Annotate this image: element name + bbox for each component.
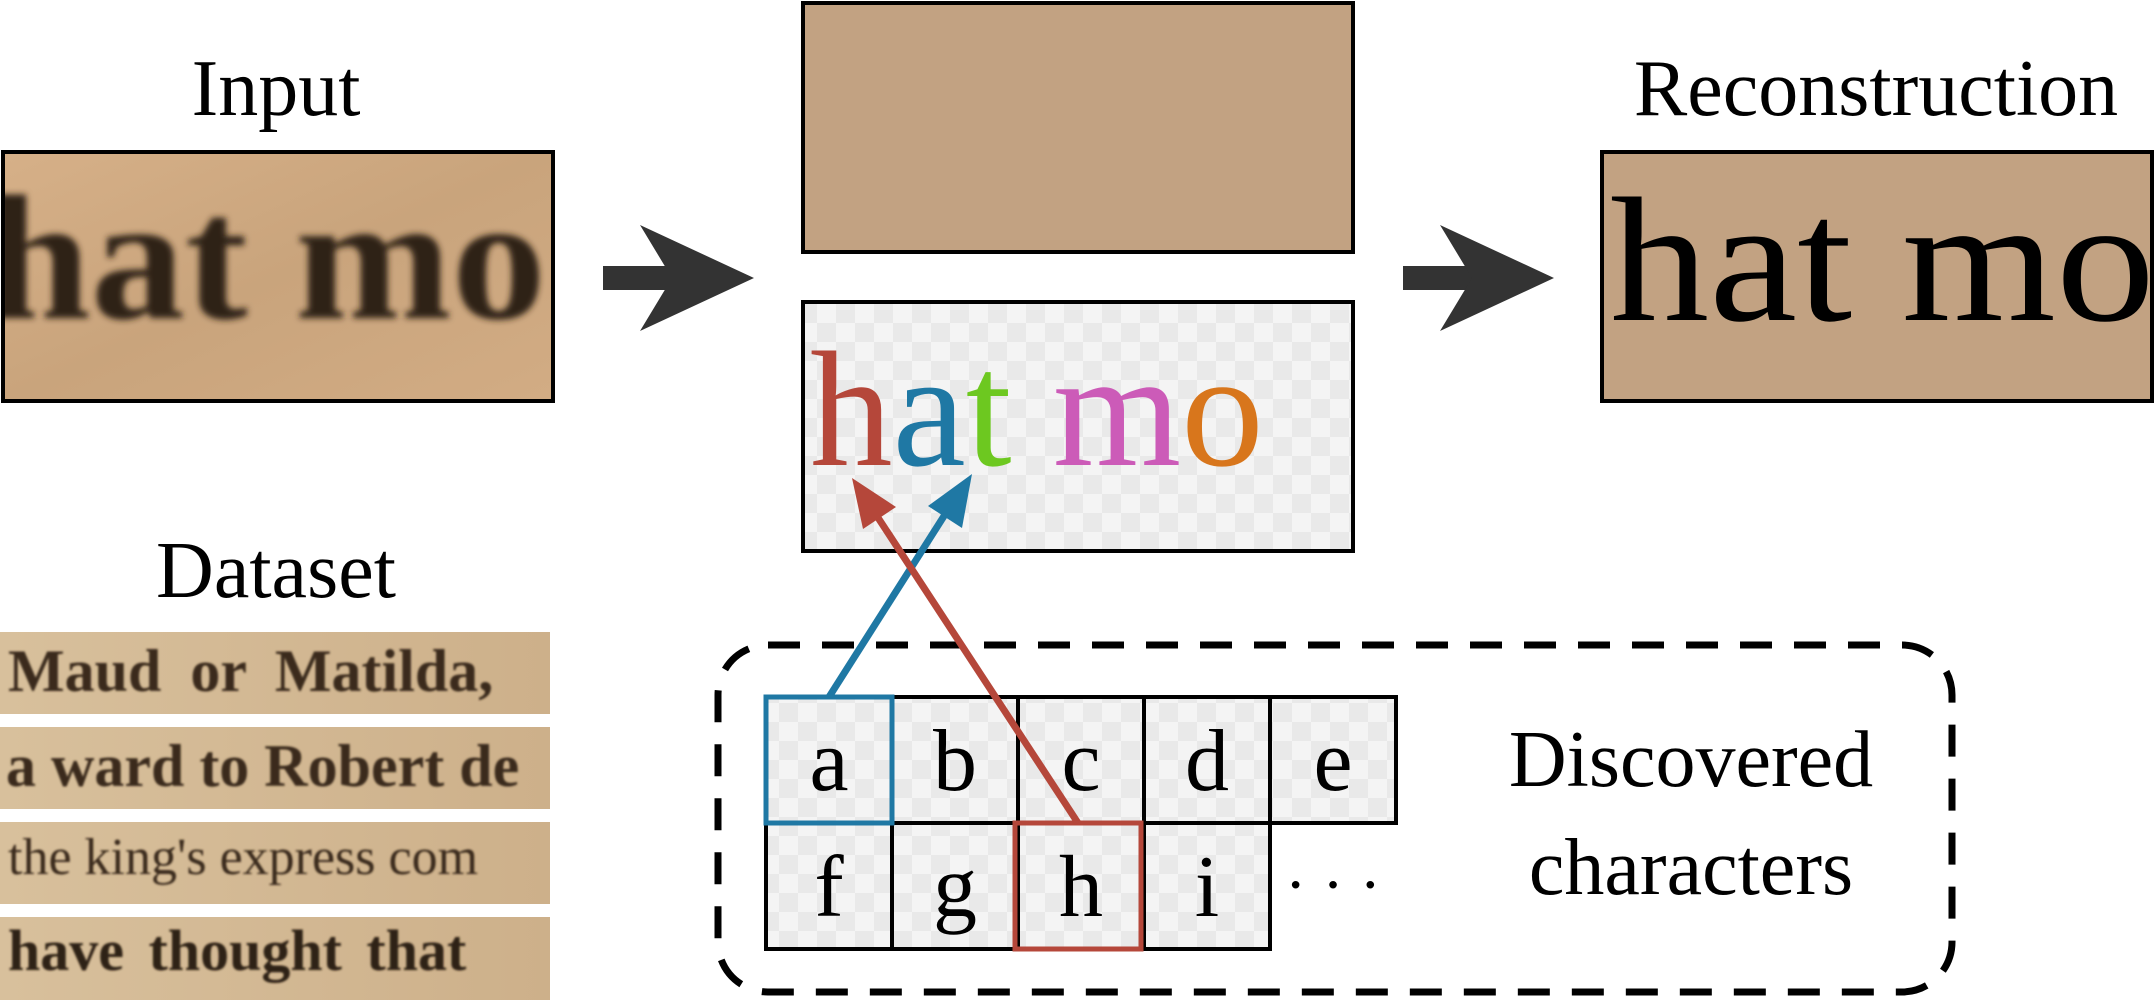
input-label: Input (192, 45, 361, 133)
character-cell-i (1142, 821, 1272, 951)
character-cell-f (764, 821, 894, 951)
layer-text: hat mo (810, 318, 1264, 501)
arrow-input-to-layers (603, 225, 754, 331)
character-glyph-e: e (1313, 713, 1352, 810)
reconstruction-label: Reconstruction (1634, 45, 2118, 133)
dataset-strip: Maud or Matilda, (0, 632, 550, 714)
dataset-line: have thought that (8, 918, 467, 983)
character-glyph-d: d (1185, 713, 1229, 810)
layer-letter-h: h (810, 318, 893, 501)
discovered-label-line1: Discovered (1509, 716, 1873, 804)
input-image-text: hat mo (0, 159, 546, 357)
character-glyph-c: c (1061, 713, 1100, 810)
discovered-label-line2: characters (1529, 824, 1853, 912)
dataset-line: Maud or Matilda, (8, 638, 493, 704)
reconstruction-image: hat mo (1600, 150, 2155, 403)
layer-letter-a: a (893, 318, 966, 501)
character-glyph-i: i (1195, 839, 1219, 936)
dataset-images: Maud or Matilda, a ward to Robert de the… (0, 632, 550, 1000)
background-layer (801, 1, 1355, 254)
character-cell-e (1268, 695, 1398, 825)
layer-letter-o: o (1181, 318, 1264, 501)
character-glyph-h: h (1059, 839, 1103, 936)
dataset-strip: the king's express com (0, 822, 550, 904)
character-glyph-a: a (809, 713, 848, 810)
layer-letter-t: t (966, 318, 1012, 501)
layer-letter-m: m (1053, 318, 1181, 501)
reconstruction-image-text: hat mo (1610, 161, 2155, 359)
discovered-characters-container (714, 641, 1956, 996)
character-glyph-g: g (933, 839, 977, 936)
character-glyph-b: b (933, 713, 977, 810)
character-cell-g (890, 821, 1020, 951)
dataset-line: the king's express com (8, 829, 478, 886)
arrow-a-to-layer (826, 474, 972, 699)
dataset-label: Dataset (156, 527, 396, 615)
dataset-strip: a ward to Robert de (0, 727, 550, 809)
character-glyph-f: f (814, 839, 844, 936)
arrow-layers-to-reconstruction (1403, 225, 1554, 331)
character-ellipsis: · · · (1285, 849, 1381, 920)
input-image: hat mo (0, 150, 555, 403)
arrow-h-to-layer (852, 478, 1081, 825)
dataset-line: a ward to Robert de (6, 733, 519, 799)
dataset-strip: have thought that (0, 917, 550, 1000)
character-cell-d (1142, 695, 1272, 825)
character-layer: hat mo (801, 300, 1355, 553)
